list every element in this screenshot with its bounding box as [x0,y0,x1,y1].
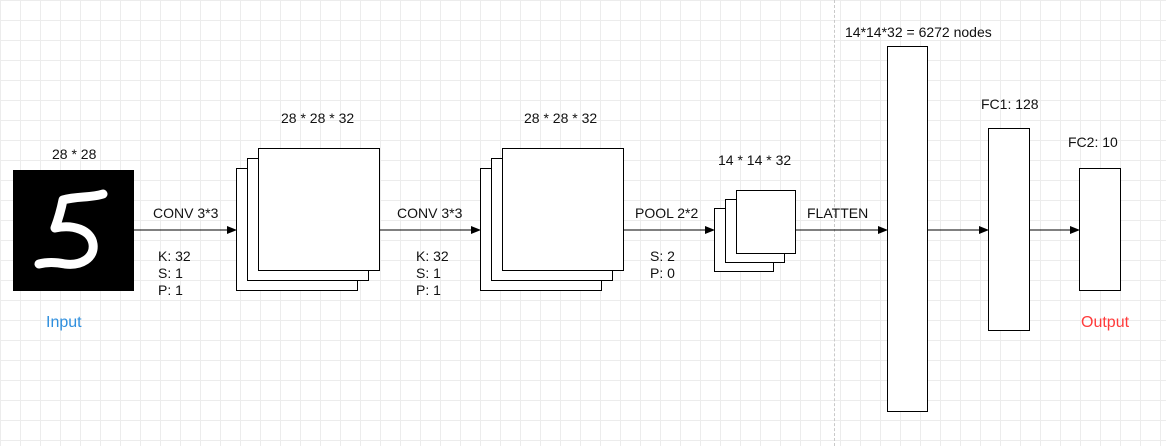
conv2-feature-map [502,148,624,271]
conv1-op-label: CONV 3*3 [153,205,219,221]
conv2-param: S: 1 [416,265,441,281]
pool-op-label: POOL 2*2 [635,205,699,221]
mnist-digit-image [13,170,134,291]
conv1-params: K: 32 S: 1 P: 1 [158,248,191,299]
flatten-output-dims: 14*14*32 = 6272 nodes [845,24,992,40]
conv1-param: S: 1 [158,265,183,281]
flatten-layer [887,46,928,412]
conv1-param: K: 32 [158,248,191,264]
conv1-feature-map [258,148,380,271]
fc1-label: FC1: 128 [981,96,1039,112]
pool-feature-map [736,190,796,254]
conv2-param: P: 1 [416,282,441,298]
conv2-op-label: CONV 3*3 [397,205,463,221]
dashed-divider [834,0,835,446]
pool-param: S: 2 [650,248,675,264]
conv1-param: P: 1 [158,282,183,298]
fc2-label: FC2: 10 [1068,134,1118,150]
conv2-output-dims: 28 * 28 * 32 [524,110,598,126]
conv2-param: K: 32 [416,248,449,264]
fc1-layer [988,128,1030,331]
pool-param: P: 0 [650,265,675,281]
flatten-op-label: FLATTEN [807,205,869,221]
output-label: Output [1081,314,1130,331]
conv1-output-dims: 28 * 28 * 32 [281,110,355,126]
fc2-layer [1079,168,1121,291]
conv2-params: K: 32 S: 1 P: 1 [416,248,449,299]
pool-output-dims: 14 * 14 * 32 [718,152,792,168]
input-label: Input [46,314,82,331]
pool-params: S: 2 P: 0 [650,248,675,282]
input-dims-label: 28 * 28 [52,146,97,162]
